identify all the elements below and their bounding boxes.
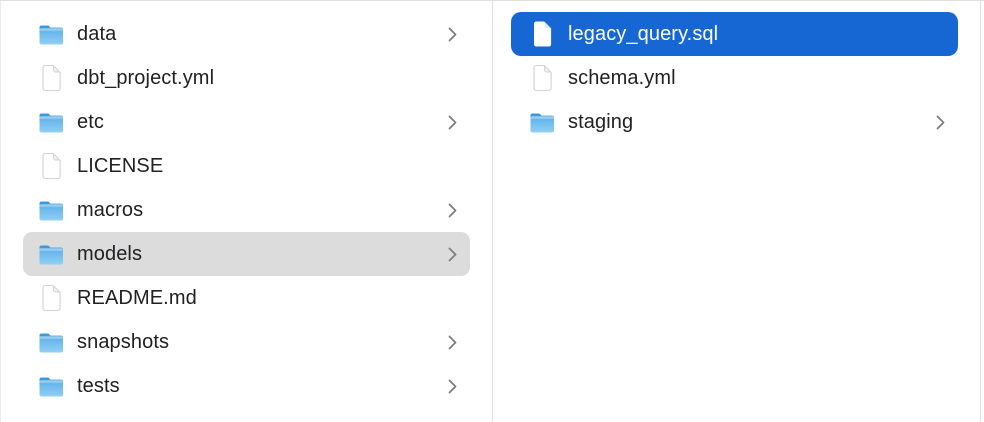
chevron-right-icon: [447, 378, 460, 395]
file-icon: [37, 63, 65, 93]
folder-icon: [37, 195, 65, 225]
chevron-right-icon: [935, 114, 948, 131]
item-label: dbt_project.yml: [77, 66, 215, 89]
list-item[interactable]: LICENSE: [23, 144, 470, 188]
list-item[interactable]: tests: [23, 364, 470, 408]
list-item[interactable]: README.md: [23, 276, 470, 320]
item-label: etc: [77, 110, 104, 133]
file-icon: [37, 283, 65, 313]
folder-icon: [37, 107, 65, 137]
chevron-right-icon: [447, 26, 460, 43]
column-right[interactable]: legacy_query.sql schema.yml staging: [493, 1, 981, 422]
list-item[interactable]: legacy_query.sql: [511, 12, 958, 56]
list-item[interactable]: data: [23, 12, 470, 56]
folder-icon: [37, 19, 65, 49]
folder-icon: [37, 239, 65, 269]
item-label: models: [77, 242, 143, 265]
list-item[interactable]: etc: [23, 100, 470, 144]
column-left[interactable]: data dbt_project.yml etc LICENSE macros …: [0, 1, 493, 422]
chevron-right-icon: [447, 334, 460, 351]
item-label: README.md: [77, 286, 197, 309]
item-label: snapshots: [77, 330, 170, 353]
list-item[interactable]: staging: [511, 100, 958, 144]
list-item[interactable]: dbt_project.yml: [23, 56, 470, 100]
folder-icon: [528, 107, 556, 137]
item-label: schema.yml: [568, 66, 676, 89]
list-item[interactable]: schema.yml: [511, 56, 958, 100]
list-item[interactable]: snapshots: [23, 320, 470, 364]
chevron-right-icon: [447, 114, 460, 131]
chevron-right-icon: [447, 246, 460, 263]
item-label: staging: [568, 110, 634, 133]
item-label: LICENSE: [77, 154, 164, 177]
file-icon: [37, 151, 65, 181]
list-item[interactable]: macros: [23, 188, 470, 232]
item-label: legacy_query.sql: [568, 22, 719, 45]
file-icon: [528, 63, 556, 93]
item-label: tests: [77, 374, 120, 397]
folder-icon: [37, 327, 65, 357]
folder-icon: [37, 371, 65, 401]
item-label: data: [77, 22, 117, 45]
item-label: macros: [77, 198, 144, 221]
chevron-right-icon: [447, 202, 460, 219]
list-item[interactable]: models: [23, 232, 470, 276]
file-icon: [528, 19, 556, 49]
